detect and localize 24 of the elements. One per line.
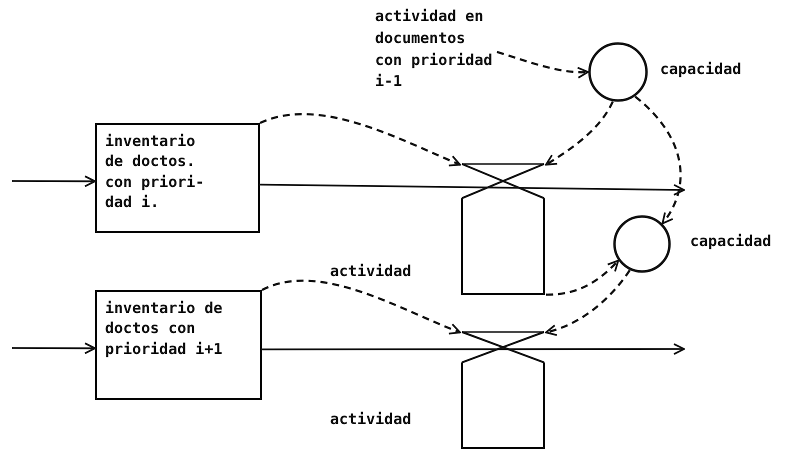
auxiliary-circle bbox=[588, 42, 648, 102]
information-link-arrow bbox=[496, 50, 589, 78]
information-link-arrow bbox=[545, 101, 614, 166]
node-label: capacidad bbox=[660, 60, 742, 78]
auxiliary-circle bbox=[613, 215, 671, 273]
information-link-arrow bbox=[546, 260, 620, 296]
node-label: actividad bbox=[330, 262, 412, 280]
flow-valve-symbol bbox=[460, 162, 546, 296]
information-link-arrow bbox=[545, 270, 631, 336]
flow-valve-symbol bbox=[460, 330, 546, 450]
flow-arrow bbox=[12, 175, 96, 188]
flow-arrow bbox=[262, 343, 685, 355]
flow-arrow bbox=[260, 184, 685, 196]
level-box bbox=[95, 290, 262, 400]
information-link-arrow bbox=[262, 280, 461, 334]
node-label: capacidad bbox=[690, 232, 772, 250]
box-text: inventario de doctos con prioridad i+1 bbox=[105, 298, 224, 359]
node-label: actividad bbox=[330, 410, 412, 428]
flow-arrow bbox=[12, 342, 96, 354]
text-label: actividad en documentos con prioridad i-1 bbox=[375, 6, 495, 93]
information-link-arrow bbox=[634, 96, 682, 224]
level-box bbox=[95, 123, 260, 233]
information-link-arrow bbox=[260, 113, 461, 166]
box-text: inventario de doctos. con priori- dad i. bbox=[105, 131, 206, 212]
